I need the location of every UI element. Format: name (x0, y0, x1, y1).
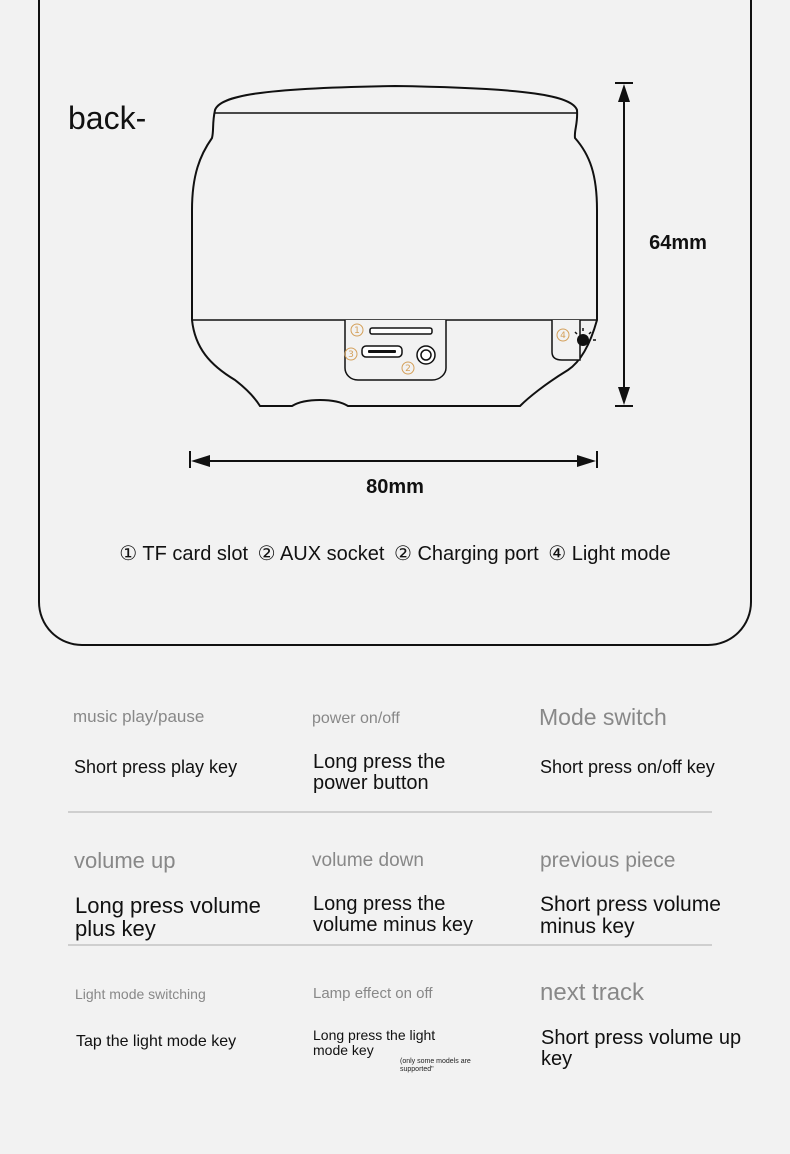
diagram-card (38, 0, 752, 646)
function-title: previous piece (540, 849, 676, 872)
function-title: Light mode switching (75, 986, 206, 1002)
function-description: Long press the volume minus key (313, 893, 474, 936)
function-title: music play/pause (73, 707, 205, 726)
marker-1: 1 (354, 326, 360, 336)
tf-card-slot (369, 327, 433, 335)
function-description: Long press the power button (313, 751, 446, 794)
height-arrow-top (618, 84, 630, 102)
function-title: power on/off (312, 710, 400, 727)
function-title: volume down (312, 850, 424, 871)
width-arrow-right (577, 455, 596, 467)
marker-2: 2 (405, 364, 411, 374)
function-description: Short press play key (74, 757, 238, 777)
height-dimension-label: 64mm (649, 232, 707, 254)
function-note: (only some models are supported" (400, 1058, 471, 1073)
speaker-outline (191, 84, 598, 407)
function-description: Long press the light mode key (313, 1027, 436, 1058)
function-description: Short press volume minus key (540, 893, 721, 939)
function-description: Short press on/off key (540, 757, 715, 777)
port-legend: ① TF card slot ② AUX socket ② Charging p… (0, 541, 790, 566)
row-divider (68, 811, 712, 813)
marker-4: 4 (560, 331, 566, 341)
marker-3: 3 (348, 350, 354, 360)
function-description: Short press volume up key (541, 1027, 742, 1070)
function-title: Lamp effect on off (313, 985, 433, 1002)
width-arrow-left (191, 455, 210, 467)
row-divider (68, 944, 712, 946)
aux-socket (416, 345, 436, 365)
light-mode-icon (577, 334, 589, 346)
height-arrow-bottom (618, 387, 630, 405)
view-label: back- (68, 100, 147, 136)
function-title: Mode switch (539, 704, 667, 730)
function-title: volume up (74, 848, 176, 873)
legend-item: ① TF card slot (119, 543, 248, 565)
legend-item: ④ Light mode (548, 543, 671, 565)
legend-item: ② AUX socket (257, 543, 385, 565)
function-title: next track (540, 979, 645, 1006)
legend-item: ② Charging port (394, 543, 539, 565)
function-description: Tap the light mode key (76, 1033, 237, 1050)
function-description: Long press volume plus key (75, 893, 261, 942)
speaker-back-diagram: 1 3 2 4 (189, 82, 633, 468)
width-dimension-label: 80mm (366, 476, 424, 498)
